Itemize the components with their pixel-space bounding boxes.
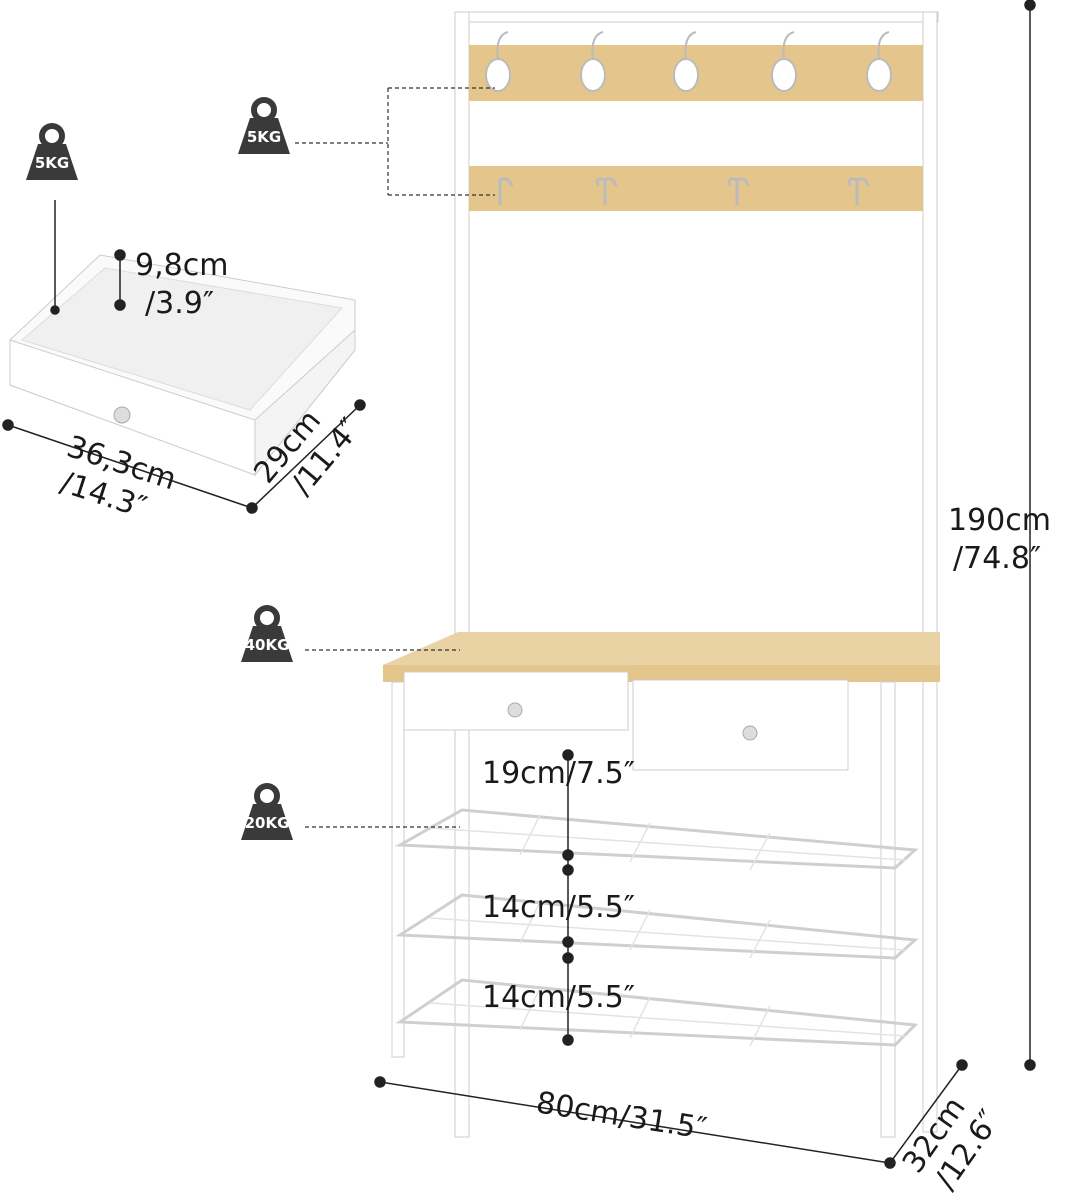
left-drawer — [403, 671, 629, 731]
rack-height-cm: 190cm — [948, 503, 1051, 538]
drawer-height-in: /3.9″ — [145, 286, 214, 321]
back-left-post — [454, 11, 470, 1138]
svg-text:20KG: 20KG — [245, 814, 290, 832]
bench-top — [383, 632, 940, 668]
back-right-post — [922, 11, 938, 1133]
shelf-gap-3: 14cm/5.5″ — [482, 980, 635, 1015]
drawer-knob — [113, 406, 131, 424]
drawer-detail — [9, 254, 356, 477]
lower-hooks — [498, 177, 870, 205]
top-bar — [454, 11, 939, 23]
weight-icon-hooks: 5KG — [238, 100, 290, 154]
weight-icon-shelves: 20KG — [241, 786, 293, 840]
left-drawer-knob — [507, 702, 523, 718]
weight-icon-bench: 40KG — [241, 608, 293, 662]
shelf-gap-1: 19cm/7.5″ — [482, 756, 635, 791]
rack-width: 80cm/31.5″ — [534, 1085, 709, 1146]
svg-text:5KG: 5KG — [35, 154, 69, 172]
weight-leaders — [295, 87, 495, 828]
hall-tree — [383, 11, 940, 1138]
front-right-leg — [880, 681, 896, 1138]
lower-hook-panel — [469, 166, 923, 211]
svg-text:40KG: 40KG — [245, 636, 290, 654]
dimension-lines — [2, 0, 1036, 1169]
right-drawer-knob — [742, 725, 758, 741]
upper-hooks — [485, 31, 892, 92]
svg-text:5KG: 5KG — [247, 128, 281, 146]
shelf-gap-2: 14cm/5.5″ — [482, 890, 635, 925]
shoe-shelves — [394, 808, 919, 1047]
rack-height-in: /74.8″ — [953, 541, 1041, 576]
drawer-height-cm: 9,8cm — [135, 248, 228, 283]
front-left-leg — [391, 681, 405, 1058]
right-drawer — [632, 679, 849, 771]
weight-icon-drawer: 5KG — [26, 126, 78, 180]
